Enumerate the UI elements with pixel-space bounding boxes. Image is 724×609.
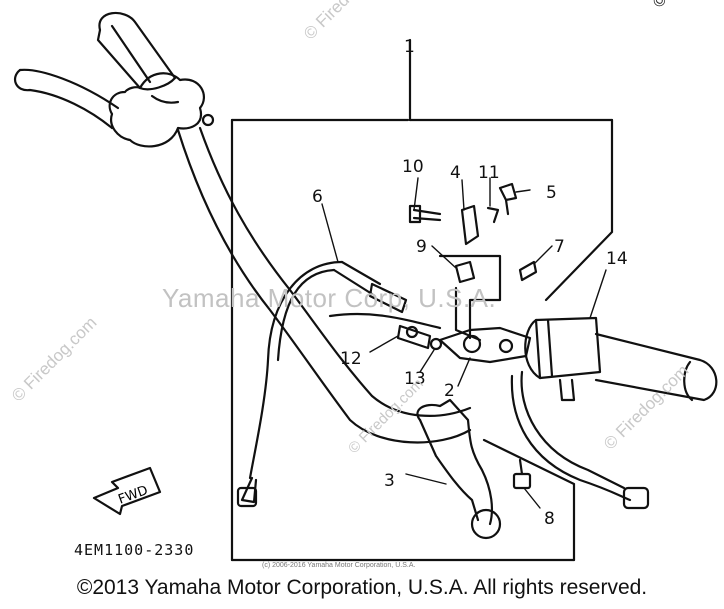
watermark-main: Yamaha Motor Corp, U.S.A. bbox=[162, 283, 497, 313]
leader-lines bbox=[321, 177, 607, 509]
callout-6: 6 bbox=[312, 187, 323, 207]
left-grip bbox=[96, 11, 215, 148]
left-lever bbox=[13, 68, 120, 130]
lever-perch bbox=[396, 324, 532, 364]
callout-9: 9 bbox=[416, 237, 427, 257]
assembly-1-box bbox=[230, 38, 614, 562]
callout-5: 5 bbox=[546, 183, 557, 203]
callout-11: 11 bbox=[478, 163, 500, 183]
right-grip-assembly bbox=[524, 316, 718, 402]
callout-14: 14 bbox=[606, 249, 628, 269]
callout-13: 13 bbox=[404, 369, 426, 389]
callout-3: 3 bbox=[384, 471, 395, 491]
callout-7: 7 bbox=[554, 237, 565, 257]
fwd-label: FWD bbox=[116, 483, 150, 507]
copyright-footer: ©2013 Yamaha Motor Corporation, U.S.A. A… bbox=[76, 576, 648, 599]
bracket-parts bbox=[408, 182, 538, 342]
cable-6 bbox=[236, 260, 442, 508]
brake-lever-3 bbox=[416, 398, 502, 540]
part-code: 4EM1100-2330 bbox=[74, 541, 195, 559]
callout-2: 2 bbox=[444, 381, 455, 401]
callout-1: 1 bbox=[404, 37, 415, 57]
callout-12: 12 bbox=[340, 349, 362, 369]
callout-4: 4 bbox=[450, 163, 461, 183]
fwd-arrow bbox=[92, 466, 162, 516]
callout-8: 8 bbox=[544, 509, 555, 529]
lower-cables bbox=[510, 370, 650, 510]
small-credit: (c) 2006-2016 Yamaha Motor Corporation, … bbox=[262, 562, 416, 569]
callout-10: 10 bbox=[402, 157, 424, 177]
